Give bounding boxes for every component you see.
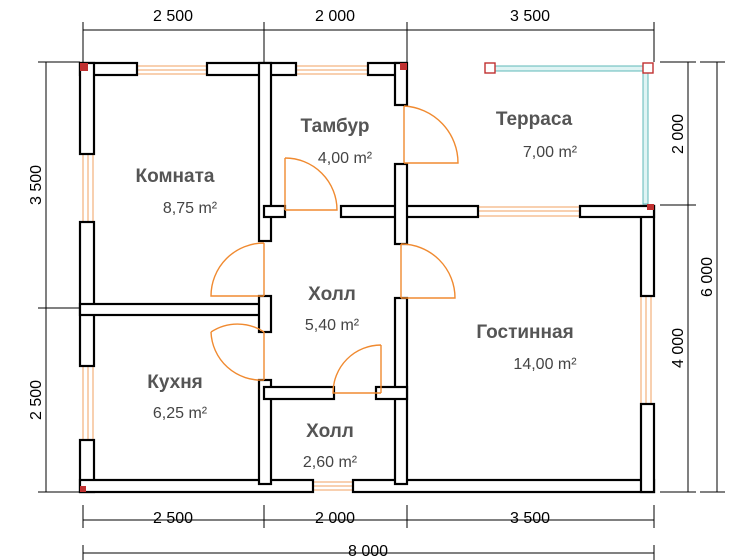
dim-right-1: 2 000	[670, 114, 687, 154]
room-area-komnata: 8,75 m²	[163, 200, 218, 217]
dim-top-1: 2 500	[153, 8, 193, 25]
corner-markers	[80, 63, 654, 492]
windows	[82, 65, 652, 491]
door	[400, 243, 456, 299]
dim-bottom-2: 2 000	[315, 510, 355, 527]
room-name-holl: Холл	[308, 284, 356, 305]
room-area-gostinnaya: 14,00 m²	[513, 356, 577, 373]
dim-right-total: 6 000	[699, 257, 716, 297]
room-name-komnata: Комната	[136, 166, 215, 187]
door	[403, 105, 459, 164]
dimension-labels: 2 500 2 000 3 500 2 500 2 000 3 500 8 00…	[28, 8, 716, 560]
walls	[78, 61, 656, 494]
door	[210, 323, 265, 381]
room-area-kuhnya: 6,25 m²	[153, 405, 208, 422]
room-name-kuhnya: Кухня	[147, 372, 203, 393]
door	[210, 242, 265, 297]
dim-top-3: 3 500	[510, 8, 550, 25]
room-labels: Тамбур 4,00 m² Терраса 7,00 m² Комната 8…	[136, 109, 578, 471]
dim-left-2: 2 500	[28, 380, 45, 420]
room-name-tambur: Тамбур	[301, 116, 370, 137]
terrace-railing	[484, 62, 654, 205]
room-name-holl-small: Холл	[306, 421, 354, 442]
room-area-terrace: 7,00 m²	[523, 144, 578, 161]
dim-bottom-3: 3 500	[510, 510, 550, 527]
dimension-lines	[38, 22, 725, 560]
door	[332, 344, 382, 394]
dim-left-1: 3 500	[28, 165, 45, 205]
dim-total: 8 000	[348, 543, 388, 560]
room-name-gostinnaya: Гостинная	[476, 322, 573, 343]
room-area-holl: 5,40 m²	[305, 317, 360, 334]
terrace-post	[484, 62, 496, 74]
room-area-tambur: 4,00 m²	[318, 150, 373, 167]
dim-bottom-1: 2 500	[153, 510, 193, 527]
room-area-holl-small: 2,60 m²	[303, 454, 358, 471]
door	[284, 157, 338, 211]
doors	[210, 105, 459, 394]
terrace-post	[642, 62, 654, 74]
dim-top-2: 2 000	[315, 8, 355, 25]
room-name-terrace: Терраса	[496, 109, 573, 130]
dim-right-2: 4 000	[670, 328, 687, 368]
